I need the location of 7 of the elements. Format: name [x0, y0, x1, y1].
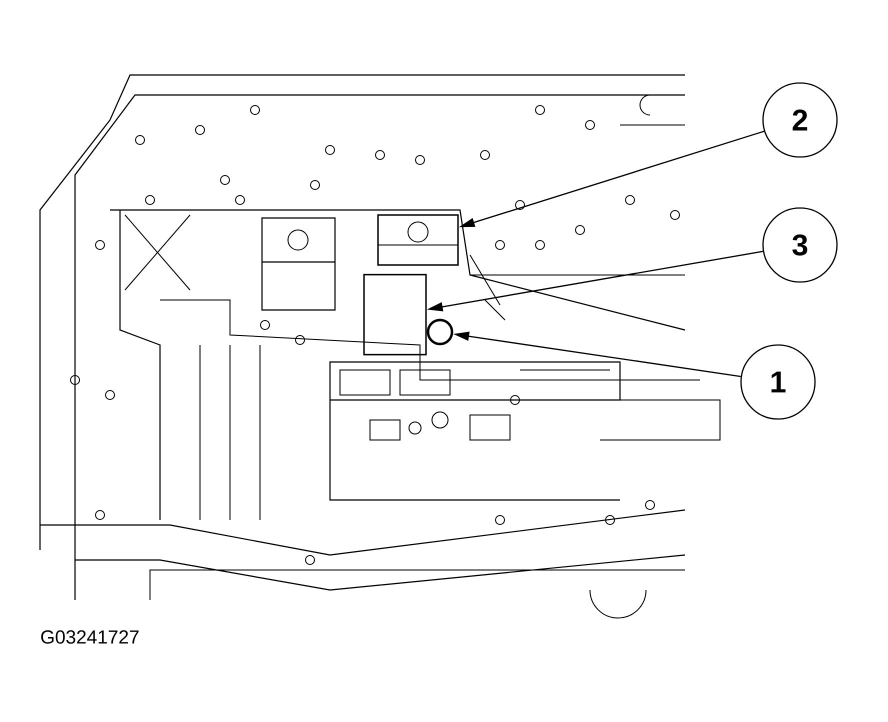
solenoid-block: [377, 214, 459, 266]
callout-number: 1: [740, 344, 816, 420]
round-fitting: [426, 318, 454, 346]
figure-number: G03241727: [41, 630, 139, 644]
solenoid-cylinder: [363, 274, 427, 356]
callout-number: 2: [762, 82, 838, 158]
callout-number: 3: [762, 207, 838, 283]
